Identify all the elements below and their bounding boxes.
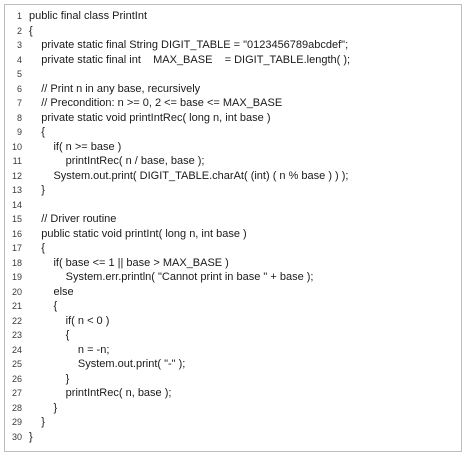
line-number: 26 (11, 373, 22, 384)
line-number: 22 (11, 315, 22, 326)
line-number: 20 (11, 286, 22, 297)
code-text: private static void printIntRec( long n,… (29, 111, 271, 124)
line-number: 18 (11, 257, 22, 268)
line-number: 3 (16, 40, 22, 50)
code-text: // Print n in any base, recursively (29, 82, 201, 95)
line-number: 27 (11, 388, 22, 398)
code-text: // Driver routine (29, 213, 117, 225)
line-number: 4 (16, 54, 22, 65)
line-number: 30 (11, 431, 22, 442)
line-number: 28 (11, 402, 22, 413)
code-text: else (29, 285, 74, 298)
code-text: { (29, 300, 58, 312)
code-text: } (29, 184, 45, 196)
code-text: public final class PrintInt (29, 10, 147, 22)
line-number: 13 (11, 185, 22, 195)
code-text: if( n >= base ) (29, 140, 122, 153)
code-text: printIntRec( n / base, base ); (29, 155, 205, 167)
line-number: 19 (11, 272, 22, 282)
code-text: } (29, 401, 58, 414)
code-text: System.out.print( "-" ); (29, 358, 186, 370)
line-number: 15 (11, 214, 22, 224)
code-listing: 1 public final class PrintInt 2 { 3 privat… (4, 4, 462, 452)
code-text: if( base <= 1 || base > MAX_BASE ) (29, 256, 229, 269)
line-number: 12 (11, 170, 22, 181)
code-text: { (29, 24, 33, 37)
line-number: 17 (11, 243, 22, 253)
line-number: 2 (16, 25, 22, 36)
line-number: 5 (16, 69, 22, 79)
code-text: System.out.print( DIGIT_TABLE.charAt( (i… (29, 169, 349, 182)
code-text: // Precondition: n >= 0, 2 <= base <= MA… (29, 97, 283, 109)
line-number: 23 (11, 330, 22, 340)
code-text: printIntRec( n, base ); (29, 387, 172, 399)
line-number: 16 (11, 228, 22, 239)
code-text: private static final String DIGIT_TABLE … (29, 39, 349, 51)
code-text: { (29, 329, 70, 341)
line-number: 24 (11, 344, 22, 355)
code-text: private static final int MAX_BASE = DIGI… (29, 53, 351, 66)
code-text: { (29, 126, 45, 138)
line-number: 1 (16, 11, 22, 21)
code-text: System.err.println( "Cannot print in bas… (29, 271, 314, 283)
line-number: 10 (11, 141, 22, 152)
line-number: 6 (16, 83, 22, 94)
code-text: } (29, 430, 33, 443)
line-number: 25 (11, 359, 22, 369)
code-text: public static void printInt( long n, int… (29, 227, 247, 240)
code-text: } (29, 372, 70, 385)
line-number: 8 (16, 112, 22, 123)
line-number: 7 (16, 98, 22, 108)
line-number: 21 (11, 301, 22, 311)
line-number: 11 (12, 156, 22, 166)
code-text: n = -n; (29, 343, 110, 356)
code-text: { (29, 242, 45, 254)
line-number: 29 (11, 417, 22, 427)
code-text: if( n < 0 ) (29, 314, 110, 327)
line-number: 9 (16, 127, 22, 137)
code-text: } (29, 416, 45, 428)
line-number: 14 (11, 199, 22, 210)
